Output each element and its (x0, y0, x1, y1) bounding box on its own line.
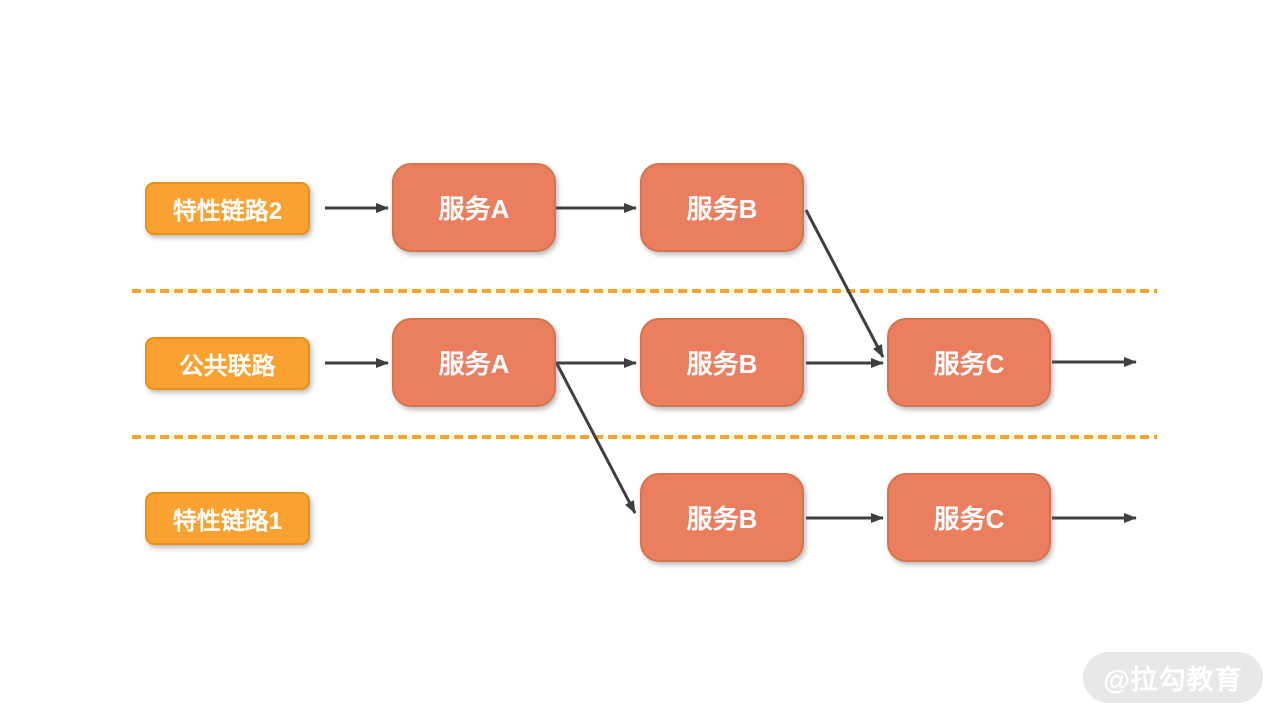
watermark-text: @拉勾教育 (1103, 665, 1243, 695)
lane-label-text: 特性链路2 (172, 198, 283, 225)
watermark-badge: @拉勾教育 (1083, 652, 1263, 703)
node-bottom-service-c: 服务C (887, 473, 1051, 562)
lane-label-feature-chain-1: 特性链路1 (145, 492, 310, 545)
service-node-label: 服务A (438, 349, 510, 379)
service-node-label: 服务B (686, 504, 758, 534)
node-mid-service-c: 服务C (887, 318, 1051, 407)
node-top-service-b: 服务B (640, 163, 804, 252)
service-node-label: 服务B (686, 349, 758, 379)
lane-label-text: 特性链路1 (172, 508, 283, 535)
node-mid-service-a: 服务A (392, 318, 556, 407)
lane-label-feature-chain-2: 特性链路2 (145, 182, 310, 235)
service-node-label: 服务B (686, 194, 758, 224)
node-top-service-a: 服务A (392, 163, 556, 252)
edge-top-b-to-mid-c (804, 209, 885, 358)
service-node-label: 服务C (933, 349, 1005, 379)
service-node-label: 服务C (933, 504, 1005, 534)
service-node-label: 服务A (438, 194, 510, 224)
edge-mid-a-to-bottom-b (555, 363, 637, 514)
lane-label-common-chain: 公共联路 (145, 337, 310, 390)
node-mid-service-b: 服务B (640, 318, 804, 407)
node-bottom-service-b: 服务B (640, 473, 804, 562)
lane-label-text: 公共联路 (179, 353, 276, 380)
